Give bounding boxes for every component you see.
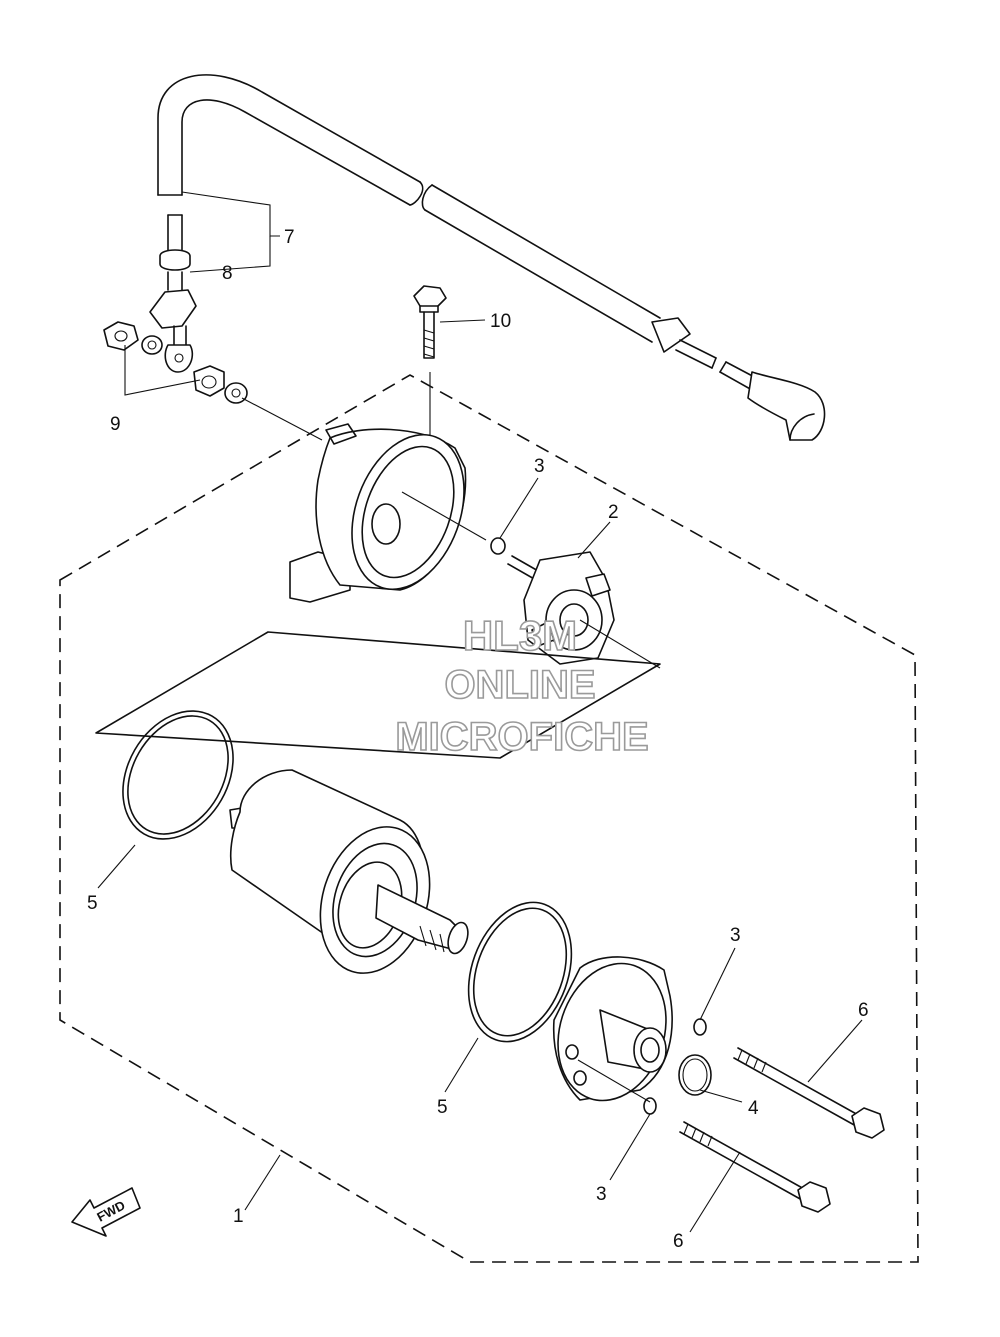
front-cover <box>289 423 487 603</box>
o-ring-large-left <box>122 710 234 840</box>
o-ring-4 <box>678 1054 712 1096</box>
through-bolt-upper <box>733 1047 885 1139</box>
o-ring-large-right <box>467 901 573 1043</box>
watermark: HL3M ONLINE MICROFICHE <box>395 611 650 760</box>
callout-5-left: 5 <box>87 893 98 914</box>
callout-2: 2 <box>608 502 619 523</box>
watermark-line-1: HL3M <box>463 612 577 659</box>
inner-detail-frame <box>95 631 661 759</box>
through-bolt-lower <box>679 1121 831 1213</box>
rear-cover <box>552 956 673 1103</box>
callout-7: 7 <box>284 227 295 248</box>
callout-6-lower: 6 <box>673 1231 684 1252</box>
watermark-line-2: ONLINE <box>444 663 595 707</box>
bolt-10 <box>413 285 447 452</box>
o-ring-upper <box>490 537 506 555</box>
o-ring-4-inner <box>682 1058 708 1092</box>
nut-washer-set <box>103 321 323 441</box>
o-ring-rear-upper <box>693 1018 707 1036</box>
callout-6-upper: 6 <box>858 1000 869 1021</box>
callout-5-right: 5 <box>437 1097 448 1118</box>
callout-3-rear-bottom: 3 <box>596 1184 607 1205</box>
watermark-line-3: MICROFICHE <box>395 715 648 759</box>
callout-10: 10 <box>490 311 511 332</box>
fwd-arrow: FWD <box>71 1187 141 1237</box>
callout-1: 1 <box>233 1206 244 1227</box>
callout-4: 4 <box>748 1098 759 1119</box>
yoke-armature <box>229 769 469 974</box>
callout-8: 8 <box>222 263 233 284</box>
callout-3-upper: 3 <box>534 456 545 477</box>
callout-3-rear-top: 3 <box>730 925 741 946</box>
assembly-boundary <box>59 374 919 1263</box>
o-ring-rear-lower <box>643 1097 657 1115</box>
callout-9: 9 <box>110 414 121 435</box>
brush-holder <box>507 551 661 669</box>
leader-lines <box>97 191 863 1233</box>
starter-cable <box>149 74 826 441</box>
